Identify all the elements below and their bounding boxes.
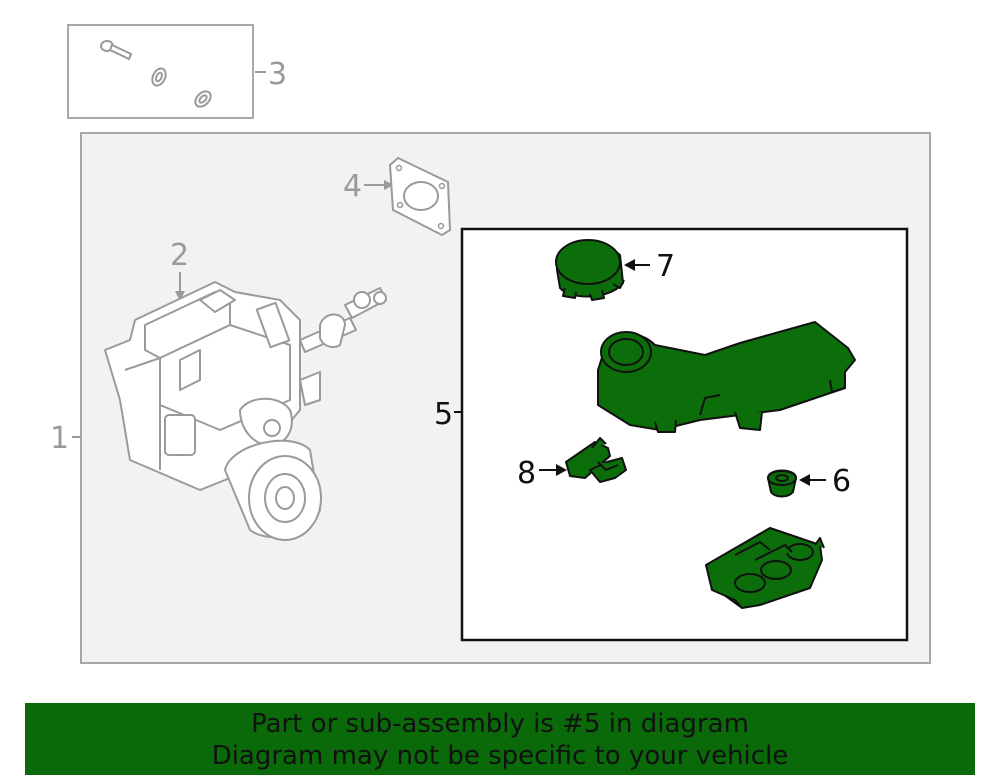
washer-icon [194, 90, 212, 108]
gasket-group: 4 [343, 156, 452, 237]
bracket-icon [705, 527, 825, 609]
level-sensor-icon [565, 437, 627, 483]
callout-4: 4 [343, 169, 362, 204]
arrowhead-8 [556, 464, 567, 476]
hardware-kit-frame [67, 24, 254, 119]
bolt-icon [100, 40, 133, 61]
washer-icon [151, 67, 167, 87]
parts-diagram: 3 1 4 2 [50, 24, 931, 664]
callout-5: 5 [434, 397, 453, 432]
grommet-icon [766, 469, 798, 498]
callout-1: 1 [50, 421, 69, 456]
arrowhead-6 [799, 474, 810, 486]
reservoir-cap-icon [555, 239, 625, 301]
callout-7: 7 [656, 249, 675, 284]
hardware-kit-group: 3 [67, 24, 287, 119]
callout-8: 8 [517, 456, 536, 491]
notice-banner: Part or sub-assembly is #5 in diagram Di… [25, 703, 975, 775]
callout-3: 3 [268, 57, 287, 92]
booster-unit-icon: 2 [104, 238, 387, 541]
callout-2: 2 [170, 238, 189, 273]
reservoir-icon [597, 321, 856, 433]
notice-line-1: Part or sub-assembly is #5 in diagram [251, 709, 749, 739]
sub-assembly-frame [460, 227, 909, 642]
arrowhead-7 [624, 259, 635, 271]
callout-6: 6 [832, 464, 851, 499]
notice-line-2: Diagram may not be specific to your vehi… [211, 741, 789, 771]
gasket-hole-icon [403, 181, 439, 211]
arrowhead-4 [384, 180, 394, 190]
